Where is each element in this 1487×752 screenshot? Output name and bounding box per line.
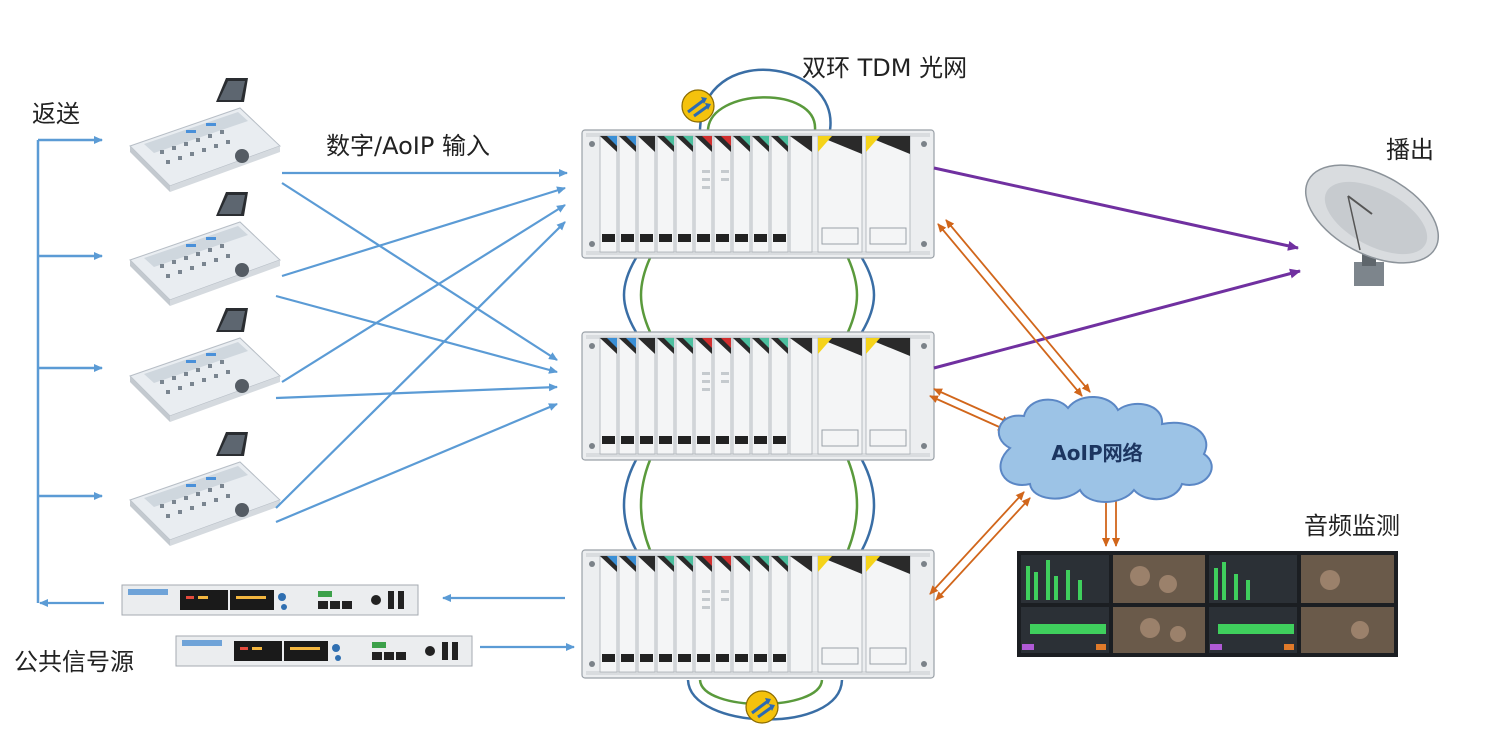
mixing-console-icon xyxy=(129,307,281,423)
multiviewer-screen-icon xyxy=(1017,551,1398,657)
mixing-console-icon xyxy=(129,77,281,193)
rack-unit-device-icon xyxy=(175,635,473,667)
digital-aoip-input-lines xyxy=(39,169,575,651)
sync-node-icon xyxy=(680,88,716,124)
audio-monitoring-label: 音频监测 xyxy=(1304,512,1400,540)
mixing-console-icon xyxy=(129,431,281,547)
mixing-console-icon xyxy=(129,191,281,307)
sync-node-icon xyxy=(744,689,780,725)
return-feed-label: 返送 xyxy=(32,100,80,128)
audio-router-rack-icon xyxy=(581,129,935,259)
digital-aoip-input-label: 数字/AoIP 输入 xyxy=(326,132,490,160)
audio-router-rack-icon xyxy=(581,331,935,461)
aoip-link-lines xyxy=(929,219,1120,601)
return-bus-lines xyxy=(36,136,103,603)
broadcast-output-lines xyxy=(933,166,1301,370)
dual-ring-tdm-label: 双环 TDM 光网 xyxy=(802,54,968,82)
satellite-dish-icon xyxy=(1304,164,1440,286)
public-signal-source-label: 公共信号源 xyxy=(14,648,134,676)
rack-unit-device-icon xyxy=(121,584,419,616)
aoip-network-cloud: AoIP网络 xyxy=(997,395,1213,503)
audio-router-rack-icon xyxy=(581,549,935,679)
broadcast-out-label: 播出 xyxy=(1386,136,1434,164)
aoip-network-label: AoIP网络 xyxy=(1051,441,1142,465)
